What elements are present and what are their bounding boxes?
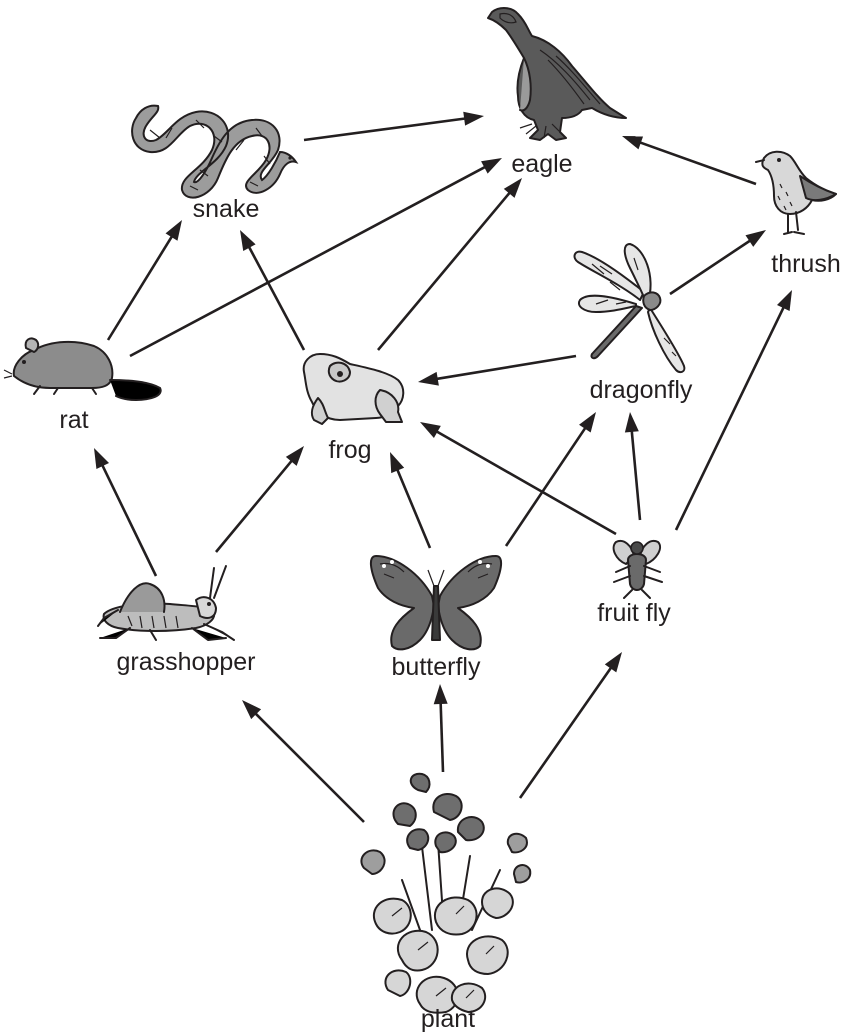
arrow-shaft (255, 713, 364, 822)
grasshopper-icon (98, 566, 234, 640)
arrow-head (240, 230, 256, 251)
arrow-head (420, 422, 441, 438)
arrow-head (481, 158, 502, 174)
label-grasshopper: grasshopper (117, 648, 256, 676)
arrow-shaft (632, 430, 640, 520)
arrow-dragonfly-to-thrush (670, 230, 766, 294)
arrow-head (166, 220, 182, 241)
arrow-fruit-fly-to-dragonfly (625, 412, 640, 520)
arrow-shaft (216, 460, 293, 552)
label-dragonfly: dragonfly (590, 376, 693, 404)
arrow-head (777, 290, 792, 311)
arrow-head (622, 136, 643, 149)
eagle-icon (488, 8, 626, 140)
thrush-icon (756, 152, 836, 234)
label-eagle: eagle (511, 150, 572, 178)
arrow-snake-to-eagle (304, 112, 484, 140)
arrow-shaft (639, 142, 756, 184)
arrow-grasshopper-to-rat (94, 448, 156, 576)
label-plant: plant (421, 1005, 475, 1033)
arrow-fruit-fly-to-frog (420, 422, 616, 534)
butterfly-icon (371, 556, 501, 649)
fruit-fly-icon (614, 541, 662, 598)
arrow-shaft (378, 192, 510, 350)
label-snake: snake (193, 195, 260, 223)
label-rat: rat (59, 406, 88, 434)
dragonfly-icon (575, 244, 685, 372)
arrow-frog-to-snake (240, 230, 304, 350)
arrow-shaft (248, 246, 304, 350)
arrow-plant-to-fruit-fly (520, 652, 622, 798)
arrow-shaft (676, 306, 784, 530)
plant-icon (361, 774, 530, 1013)
frog-icon (304, 354, 404, 424)
label-frog: frog (328, 436, 371, 464)
arrow-plant-to-butterfly (434, 684, 448, 772)
arrow-shaft (670, 240, 751, 294)
arrow-head (605, 652, 622, 672)
arrow-fruit-fly-to-thrush (676, 290, 792, 530)
arrow-frog-to-eagle (378, 178, 522, 350)
arrow-butterfly-to-frog (390, 452, 430, 548)
arrow-head (463, 112, 484, 126)
arrow-plant-to-grasshopper (242, 700, 364, 822)
label-butterfly: butterfly (392, 653, 481, 681)
arrow-shaft (102, 464, 156, 576)
arrow-grasshopper-to-frog (216, 446, 304, 552)
rat-icon (4, 338, 161, 400)
arrow-head (434, 684, 448, 704)
arrow-shaft (506, 427, 586, 546)
arrow-shaft (436, 356, 576, 379)
arrow-shaft (397, 469, 430, 548)
arrow-rat-to-snake (108, 220, 182, 340)
arrow-thrush-to-eagle (622, 136, 756, 184)
arrow-head (390, 452, 404, 473)
arrow-head (579, 412, 596, 433)
arrow-shaft (304, 118, 466, 140)
arrow-shaft (130, 166, 486, 356)
arrow-dragonfly-to-frog (418, 356, 576, 386)
label-fruit-fly: fruit fly (597, 599, 671, 627)
snake-icon (132, 106, 296, 198)
arrow-shaft (108, 235, 173, 340)
arrow-head (418, 372, 439, 386)
label-thrush: thrush (771, 250, 840, 278)
arrow-head (745, 230, 766, 247)
arrow-shaft (520, 667, 612, 798)
arrow-head (94, 448, 109, 469)
arrow-head (625, 412, 639, 433)
arrow-shaft (441, 702, 443, 772)
